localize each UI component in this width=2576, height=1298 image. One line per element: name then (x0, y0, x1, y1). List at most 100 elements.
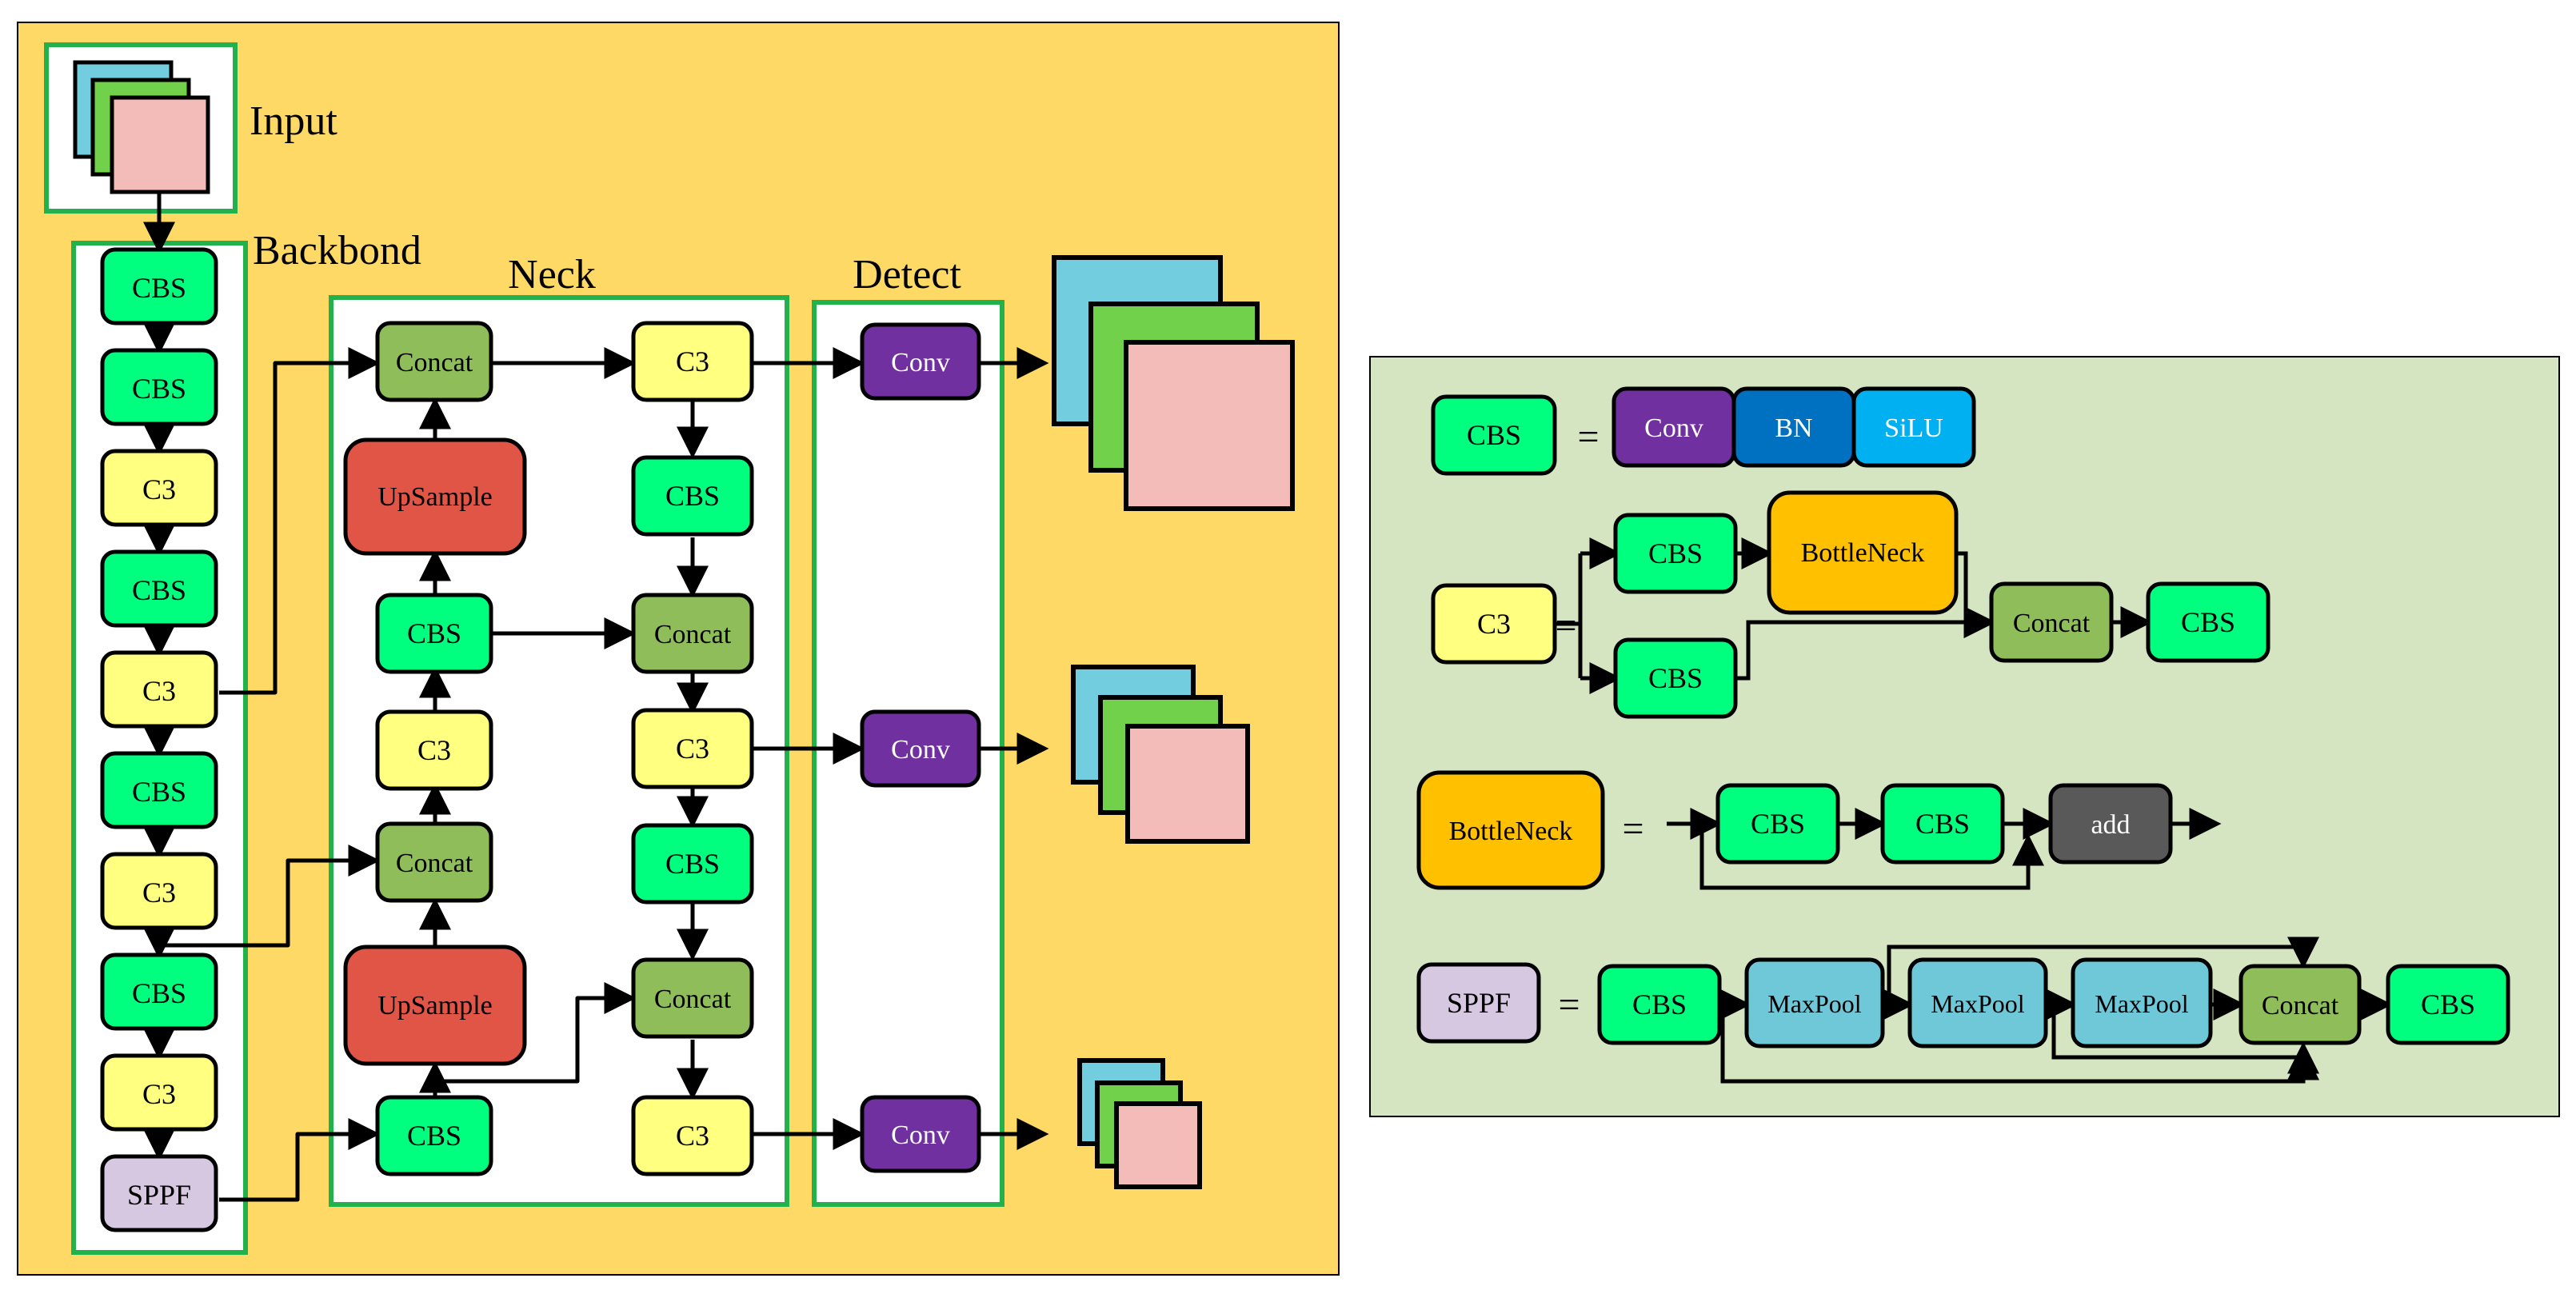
pan-concat-mid: Concat (631, 593, 754, 674)
legend-bottleneck-cbs-2: CBS (1880, 783, 2005, 865)
svg-text:MaxPool: MaxPool (1931, 989, 2024, 1018)
neck-upsample-bottom: UpSample (343, 945, 527, 1066)
svg-text:Concat: Concat (2013, 609, 2091, 638)
legend-sppf-maxpool-1: MaxPool (1744, 957, 1885, 1048)
detect-label: Detect (853, 252, 961, 298)
svg-text:Conv: Conv (891, 735, 950, 765)
backbone-cbs-5: CBS (100, 953, 218, 1031)
svg-text:CBS: CBS (407, 1120, 461, 1152)
pan-cbs-mid: CBS (631, 823, 754, 905)
pan-concat-bottom: Concat (631, 957, 754, 1039)
legend-sppf-concat: Concat (2239, 964, 2362, 1045)
legend-cbs-equals: = (1577, 416, 1599, 458)
output-feature-map-small-icon (1077, 1058, 1202, 1189)
neck-concat-top: Concat (375, 321, 493, 402)
svg-text:CBS: CBS (1915, 808, 1970, 840)
legend-cbs-definition: CBS = Conv BN SiLU (1431, 386, 1976, 476)
svg-text:Concat: Concat (2262, 991, 2339, 1020)
legend-c3-bottleneck: BottleNeck (1767, 490, 1959, 615)
neck-c3-mid: C3 (375, 709, 493, 791)
svg-text:CBS: CBS (1648, 662, 1703, 694)
legend-sppf-equals: = (1558, 984, 1580, 1026)
legend-bottleneck-equals: = (1622, 808, 1643, 850)
svg-text:CBS: CBS (1751, 808, 1805, 840)
svg-text:BottleNeck: BottleNeck (1449, 817, 1573, 846)
svg-text:C3: C3 (676, 1120, 709, 1152)
svg-text:CBS: CBS (132, 574, 186, 606)
legend-sppf-connectors (1719, 937, 2393, 1084)
pan-c3-mid: C3 (631, 708, 754, 789)
svg-text:Concat: Concat (396, 348, 473, 377)
pan-cbs-top: CBS (631, 455, 754, 537)
backbone-cbs-2: CBS (100, 348, 218, 426)
svg-text:C3: C3 (676, 345, 709, 377)
svg-text:CBS: CBS (132, 272, 186, 304)
svg-text:SPPF: SPPF (127, 1179, 191, 1211)
backbone-cbs-3: CBS (100, 549, 218, 628)
connectors (143, 192, 1049, 1202)
svg-text:CBS: CBS (665, 480, 720, 512)
svg-text:CBS: CBS (132, 977, 186, 1009)
backbone-c3-2: C3 (100, 650, 218, 729)
backbone-label: Backbond (253, 228, 421, 274)
backbone-cbs-1: CBS (100, 247, 218, 325)
legend-bottleneck-connectors (1667, 808, 2222, 890)
svg-text:CBS: CBS (2421, 988, 2475, 1020)
svg-text:Conv: Conv (891, 348, 950, 377)
legend-bottleneck-cbs-1: CBS (1715, 783, 1840, 865)
svg-text:CBS: CBS (2181, 606, 2235, 638)
svg-text:Concat: Concat (654, 620, 732, 649)
legend-sppf-definition: SPPF = CBS MaxPool MaxPool MaxPool Conca… (1416, 937, 2510, 1084)
legend-bottleneck-name: BottleNeck (1416, 770, 1605, 890)
backbone-c3-1: C3 (100, 449, 218, 527)
svg-text:CBS: CBS (665, 848, 720, 880)
detect-conv-large: Conv (860, 322, 981, 401)
svg-text:C3: C3 (142, 877, 176, 909)
legend-c3-name: C3 (1431, 583, 1557, 665)
neck-blocks: Concat UpSample CBS C3 Concat UpSample C… (343, 321, 754, 1176)
pan-c3-top: C3 (631, 321, 754, 402)
legend-c3-definition: C3 = CBS BottleNeck CBS Concat CBS (1431, 490, 2270, 719)
svg-text:C3: C3 (142, 1078, 176, 1110)
legend-cbs-silu: SiLU (1851, 386, 1976, 468)
detect-blocks: Conv Conv Conv (860, 322, 981, 1173)
legend-bottleneck-definition: BottleNeck = CBS CBS add (1416, 770, 2222, 890)
backbone-c3-4: C3 (100, 1053, 218, 1132)
svg-text:C3: C3 (142, 473, 176, 505)
svg-text:add: add (2091, 810, 2130, 840)
svg-text:Concat: Concat (396, 849, 473, 878)
svg-text:Conv: Conv (891, 1120, 950, 1150)
detect-conv-medium: Conv (860, 709, 981, 788)
legend-bottleneck-add: add (2048, 783, 2173, 865)
svg-text:CBS: CBS (132, 776, 186, 808)
legend-c3-top-cbs: CBS (1613, 513, 1738, 594)
legend-sppf-maxpool-3: MaxPool (2071, 957, 2213, 1048)
legend-c3-bottom-cbs: CBS (1613, 637, 1738, 719)
svg-text:UpSample: UpSample (377, 991, 493, 1020)
legend-cbs-bn: BN (1731, 386, 1856, 468)
neck-cbs-mid: CBS (375, 593, 493, 674)
svg-text:SiLU: SiLU (1884, 413, 1943, 443)
backbone-sppf: SPPF (100, 1154, 218, 1232)
detect-conv-small: Conv (860, 1095, 981, 1173)
output-feature-map-large-icon (1052, 255, 1295, 511)
svg-text:C3: C3 (417, 734, 451, 766)
legend-sppf-cbs-in: CBS (1597, 964, 1722, 1045)
backbone-cbs-4: CBS (100, 751, 218, 829)
legend-cbs-name: CBS (1431, 394, 1557, 476)
legend-sppf-maxpool-2: MaxPool (1907, 957, 2048, 1048)
backbone-c3-3: C3 (100, 852, 218, 930)
svg-text:MaxPool: MaxPool (2095, 989, 2188, 1018)
legend-cbs-conv: Conv (1611, 386, 1736, 468)
svg-text:CBS: CBS (132, 373, 186, 405)
output-feature-map-medium-icon (1071, 665, 1250, 844)
legend-sppf-name: SPPF (1416, 962, 1541, 1044)
legend-c3-connectors (1556, 537, 2153, 694)
input-feature-map-icon (73, 60, 210, 194)
input-label: Input (250, 98, 337, 144)
neck-cbs-bottom: CBS (375, 1095, 493, 1176)
svg-text:CBS: CBS (407, 617, 461, 649)
svg-text:BottleNeck: BottleNeck (1801, 538, 1925, 568)
svg-text:CBS: CBS (1467, 419, 1521, 451)
svg-text:BN: BN (1775, 413, 1812, 443)
